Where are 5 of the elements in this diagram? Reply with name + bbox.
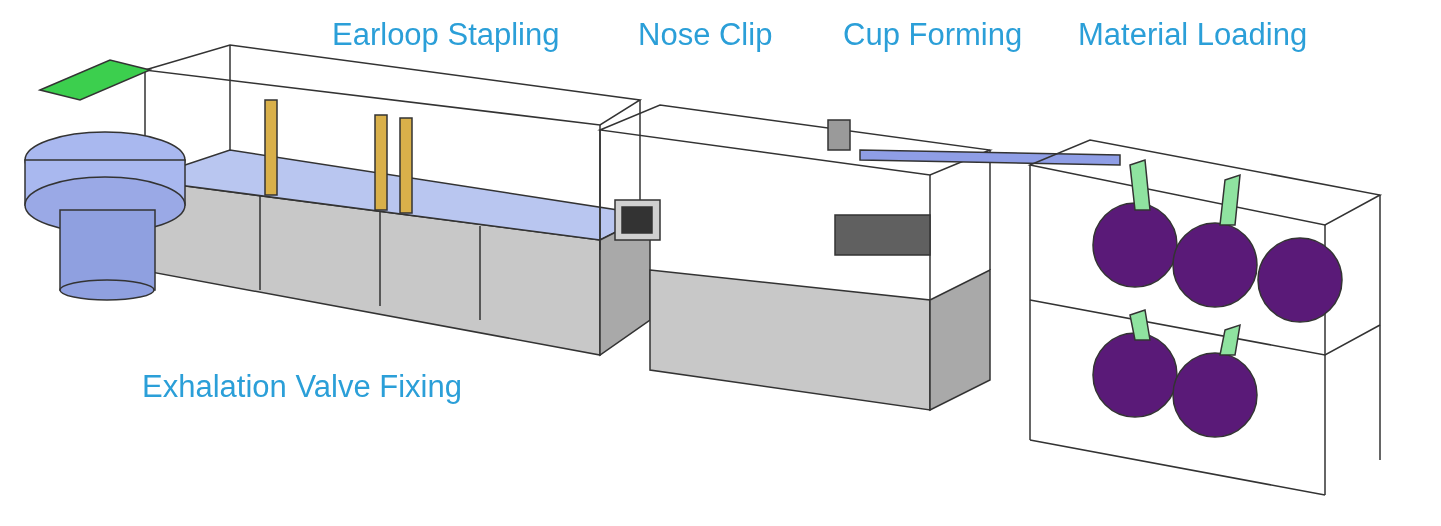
section-label: Exhalation Valve Fixing: [142, 370, 462, 405]
section-label: Material Loading: [1078, 18, 1308, 53]
section-label: Earloop Stapling: [332, 18, 560, 53]
section-label: Cup Forming: [843, 18, 1023, 53]
section-label: Nose Clip: [638, 18, 773, 53]
